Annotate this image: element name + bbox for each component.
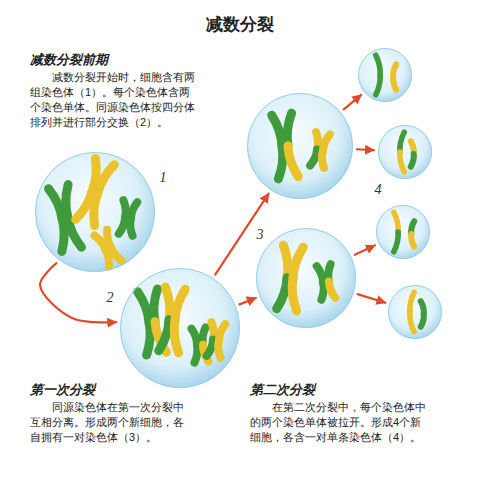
arrow-connector	[355, 245, 375, 255]
cell-circle: 4	[378, 125, 432, 179]
chromatids-cell-4c	[394, 212, 414, 252]
section-heading: 减数分裂前期	[30, 52, 108, 68]
section-heading: 第二次分裂	[250, 382, 315, 398]
body-text: 在第二次分裂中，每个染色体中的两个染色单体被拉开。形成4个新细胞，各含一对单条染…	[250, 400, 428, 445]
cell-fill	[358, 48, 412, 102]
cell-outline	[35, 152, 155, 272]
chromosomes-cell-3a	[272, 113, 330, 179]
callout-number: 1	[160, 171, 167, 185]
title: 减数分裂	[0, 14, 480, 36]
chromatids-cell-4d	[410, 292, 424, 332]
body-text: 减数分裂开始时，细胞含有两组染色体（1）。每个染色体含两个染色单体。同源染色体按…	[30, 70, 200, 130]
cell-border	[121, 269, 240, 388]
chromosomes-cell-2	[138, 287, 226, 362]
arrow-connector	[357, 148, 374, 151]
cell-circle	[247, 93, 353, 199]
chromosomes-cell-1	[49, 158, 138, 266]
cell-fill	[388, 285, 442, 339]
cell-fill	[247, 93, 353, 199]
cell-border	[36, 153, 155, 272]
chromatids-cell-4b	[400, 132, 414, 172]
cell-fill	[256, 228, 356, 328]
chromosomes-cell-3b	[277, 245, 336, 311]
body-text: 同源染色体在第一次分裂中互相分离。形成两个新细胞，各自拥有一对染色体（3）。	[30, 400, 190, 445]
callout-number: 2	[107, 291, 114, 305]
cell-border	[359, 49, 412, 102]
cell-outline	[120, 268, 240, 388]
arrow-connector	[239, 298, 255, 304]
cell-outline	[376, 205, 430, 259]
arrow-connector	[40, 263, 116, 322]
cell-fill	[378, 125, 432, 179]
cell-circle: 2	[120, 268, 240, 388]
cell-circle: 3	[256, 228, 356, 328]
cell-fill	[120, 268, 240, 388]
cell-fill	[35, 152, 155, 272]
cell-circle	[388, 285, 442, 339]
cell-border	[248, 94, 353, 199]
cell-outline	[388, 285, 442, 339]
cell-circle	[358, 48, 412, 102]
callout-number: 3	[257, 228, 264, 242]
cell-border	[389, 286, 442, 339]
cell-fills	[35, 48, 442, 388]
chromatids-cell-4a	[376, 55, 396, 95]
section-heading: 第一次分裂	[30, 382, 95, 398]
arrow-connector	[358, 294, 386, 303]
cell-outline	[256, 228, 356, 328]
cell-outline	[247, 93, 353, 199]
cell-outline	[378, 125, 432, 179]
arrow-connector	[344, 95, 361, 110]
callout-number: 4	[375, 183, 382, 197]
cell-outline	[358, 48, 412, 102]
cell-fill	[376, 205, 430, 259]
cell-circle: 1	[35, 152, 155, 272]
cell-circle	[376, 205, 430, 259]
arrow-connector	[215, 194, 268, 275]
cell-border	[257, 229, 356, 328]
cell-border	[379, 126, 432, 179]
cell-border	[377, 206, 430, 259]
